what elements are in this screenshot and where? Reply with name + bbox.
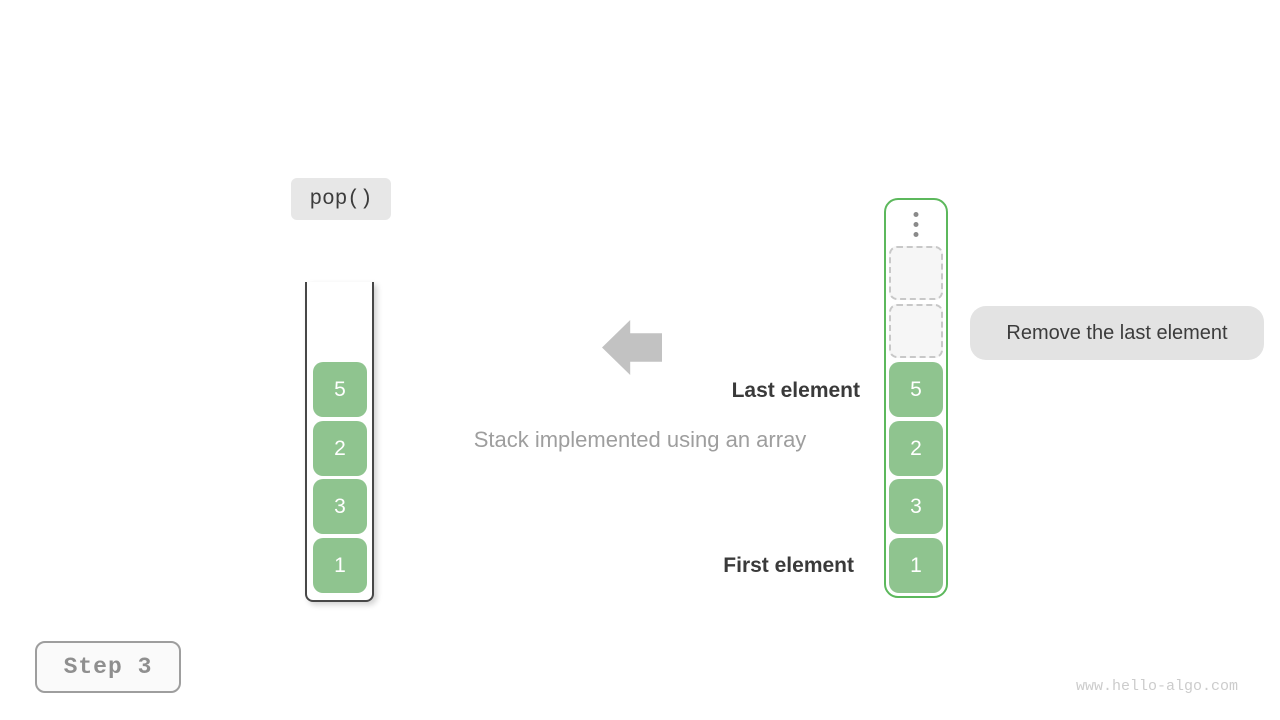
step-label: Step 3 [63,654,153,680]
array-cell: 3 [889,479,943,534]
empty-array-slot [889,246,943,300]
last-element-label: Last element [731,379,860,402]
remove-last-element-callout: Remove the last element [970,306,1264,360]
operation-label: pop() [309,187,373,211]
left-arrow-icon [602,320,662,375]
stack-cell: 1 [313,538,367,593]
step-badge: Step 3 [35,641,181,693]
array-cell: 1 [889,538,943,593]
array-container: 5 2 3 1 [884,198,948,598]
stack-cell: 3 [313,479,367,534]
stack-cell: 2 [313,421,367,476]
array-cell: 5 [889,362,943,417]
diagram-caption: Stack implemented using an array [473,427,807,452]
first-element-label: First element [723,554,854,577]
vertical-ellipsis-icon [913,212,919,237]
watermark: www.hello-algo.com [1075,678,1238,695]
operation-badge: pop() [291,178,391,220]
empty-array-slot [889,304,943,358]
stack-cell: 5 [313,362,367,417]
stack-container: 5 2 3 1 [305,282,374,602]
array-cell: 2 [889,421,943,476]
